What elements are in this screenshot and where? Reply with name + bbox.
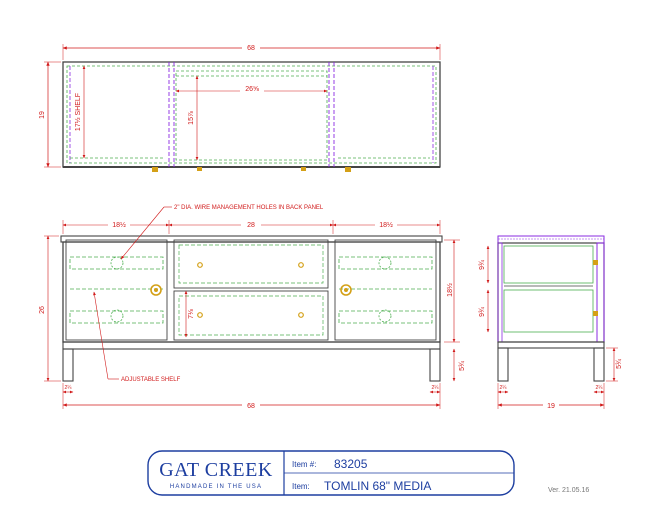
lower-drawer (173, 290, 329, 341)
left-bay-label: 18½ (112, 221, 126, 229)
side-front-leg (593, 347, 605, 382)
top-inner-line (66, 65, 437, 164)
knob-top-3 (301, 167, 306, 171)
side-knob-lower (593, 311, 598, 316)
side-back-panel (497, 242, 503, 343)
opening-width-label: 26⅝ (245, 86, 259, 93)
front-left-leg (62, 348, 74, 382)
knob-icon (298, 262, 304, 268)
item-number-value: 83205 (334, 457, 368, 471)
opening-width-mask (240, 82, 264, 93)
right-door (334, 239, 437, 341)
knob-icon (298, 312, 304, 318)
brand-logo: GAT CREEK (159, 459, 273, 481)
upper-drawer (173, 239, 329, 289)
center-opening (175, 70, 328, 161)
shelf-note-leader-arrow (93, 291, 109, 380)
knob-top-1 (152, 167, 158, 172)
dim-mask (108, 219, 130, 229)
wire-hole-right-lower (378, 309, 392, 323)
top-width-mask (242, 42, 260, 52)
upper-space-label: 9¾ (479, 260, 486, 270)
item-name-label: Item: (292, 482, 310, 491)
left-shelf-upper (69, 256, 164, 270)
upper-drawer-box (178, 244, 324, 284)
front-view: 18½ 28 18½ 2" DIA. WIRE MANAGEMENT HOLES… (39, 205, 466, 410)
side-leg-height-label: 5¾ (616, 359, 623, 369)
wire-note-leader-arrow (120, 206, 165, 260)
body-height-label: 18½ (446, 283, 454, 297)
top-view: 68 19 17½ SHELF 26⅝ 15⅞ (39, 42, 441, 172)
opening-depth-label: 15⅞ (188, 111, 195, 125)
leg-width-label-right: 2¼ (432, 385, 440, 391)
dim-mask (241, 219, 261, 229)
leg-height-label: 5¾ (459, 361, 466, 371)
lower-space-label: 9¾ (479, 307, 486, 317)
knob-top-4 (345, 167, 351, 172)
top-width-label: 68 (247, 45, 255, 52)
side-front-panel (596, 242, 605, 343)
dim-mask (543, 399, 559, 409)
lower-drawer-box (178, 295, 324, 336)
side-top-slab (497, 235, 605, 244)
side-upper-compartment (503, 245, 594, 284)
left-door (65, 239, 168, 341)
front-width-label: 68 (247, 403, 255, 410)
dim-mask (242, 399, 260, 409)
leg-width-label-left: 2¼ (65, 385, 73, 391)
ring-pull-icon (340, 284, 352, 296)
side-depth-label: 19 (547, 403, 555, 410)
side-case (497, 242, 605, 343)
wire-hole-right-upper (378, 256, 392, 270)
title-block: GAT CREEK HANDMADE IN THE USA Item #: 83… (147, 450, 515, 496)
shelf-depth-label: 17½ SHELF (74, 93, 82, 131)
adjustable-shelf-note: ADJUSTABLE SHELF (121, 377, 181, 383)
ring-pull-center-icon (154, 288, 158, 292)
item-name-value: TOMLIN 68" MEDIA (324, 479, 431, 493)
front-right-leg (429, 348, 441, 382)
side-base-rail (497, 341, 605, 349)
front-top-slab (60, 235, 443, 243)
wire-holes-note: 2" DIA. WIRE MANAGEMENT HOLES IN BACK PA… (174, 205, 324, 211)
side-back-leg (497, 347, 509, 382)
knob-icon (197, 312, 203, 318)
ring-pull-icon (150, 284, 162, 296)
side-lower-compartment (503, 289, 594, 333)
right-bay-label: 18½ (379, 221, 393, 229)
front-base-rail (62, 341, 441, 350)
brand-tagline: HANDMADE IN THE USA (170, 484, 262, 490)
wire-hole-left-upper (110, 256, 124, 270)
side-leg-width-label-left: 2¼ (500, 385, 508, 391)
side-leg-width-label-right: 2¼ (596, 385, 604, 391)
top-depth-label: 19 (39, 111, 46, 119)
right-shelf-lower (338, 310, 433, 324)
drawer-height-label: 7⅛ (188, 309, 195, 319)
side-view: 9¾ 9¾ 5¾ 2¼ 2¼ 19 (479, 235, 623, 410)
knob-top-2 (197, 167, 202, 171)
ring-pull-center-icon (344, 288, 348, 292)
dim-mask (375, 219, 397, 229)
wire-hole-left-lower (110, 309, 124, 323)
item-number-label: Item #: (292, 460, 316, 469)
knob-icon (197, 262, 203, 268)
side-knob-upper (593, 260, 598, 265)
center-bay-label: 28 (247, 222, 255, 229)
left-shelf-lower (69, 310, 164, 324)
version-label: Ver. 21.05.16 (548, 487, 589, 494)
right-shelf-upper (338, 256, 433, 270)
overall-height-label: 26 (39, 306, 46, 314)
top-outline (62, 61, 441, 168)
